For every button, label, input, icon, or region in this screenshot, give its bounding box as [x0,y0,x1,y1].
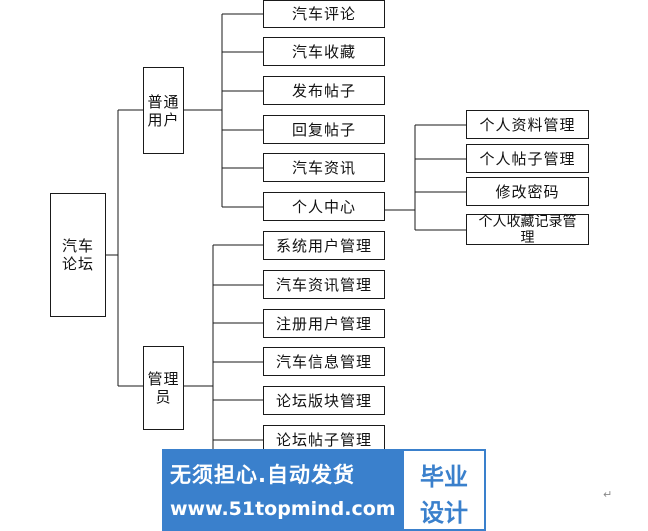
banner-url[interactable]: www.51topmind.com [170,498,396,520]
admin-child-label: 论坛版块管理 [275,391,372,410]
banner-badge: 毕业 设计 [402,449,486,531]
user-child-label: 个人中心 [291,197,356,216]
admin-child-node: 汽车资讯管理 [263,270,385,299]
user-child-label: 汽车资讯 [291,158,356,177]
group-node-admin-label: 管理员 [147,370,180,406]
watermark-banner[interactable]: 无须担心.自动发货 www.51topmind.com 毕业 设计 [162,449,486,531]
admin-child-label: 汽车资讯管理 [275,275,372,294]
admin-child-label: 论坛帖子管理 [275,430,372,449]
banner-badge-line2: 设计 [420,499,468,527]
root-node: 汽车论坛 [50,193,106,317]
banner-badge-line1: 毕业 [420,463,468,491]
personal-center-item-node: 修改密码 [466,177,589,206]
user-child-node: 发布帖子 [263,76,385,105]
paragraph-mark-icon: ↵ [603,488,613,501]
user-child-node: 汽车资讯 [263,153,385,182]
personal-center-item-label: 个人帖子管理 [479,149,576,168]
user-child-label: 发布帖子 [291,81,356,100]
user-child-node: 汽车收藏 [263,37,385,66]
group-node-user: 普通用户 [143,67,184,154]
personal-center-item-label: 修改密码 [495,182,560,201]
personal-center-item-label: 个人资料管理 [479,115,576,134]
banner-left-panel: 无须担心.自动发货 www.51topmind.com [162,449,402,531]
user-child-node: 个人中心 [263,192,385,221]
personal-center-item-label: 个人收藏记录管理 [478,213,577,246]
admin-child-label: 系统用户管理 [275,236,372,255]
admin-child-label: 注册用户管理 [275,314,372,333]
user-child-label: 回复帖子 [291,120,356,139]
admin-child-label: 汽车信息管理 [275,352,372,371]
root-node-label: 汽车论坛 [61,237,94,273]
admin-child-node: 论坛版块管理 [263,386,385,415]
personal-center-item-node: 个人帖子管理 [466,144,589,173]
group-node-admin: 管理员 [143,346,184,430]
user-child-node: 汽车评论 [263,0,385,28]
personal-center-item-node: 个人收藏记录管理 [466,213,589,246]
admin-child-node: 系统用户管理 [263,231,385,260]
user-child-label: 汽车收藏 [291,42,356,61]
banner-slogan: 无须担心.自动发货 [170,463,355,487]
group-node-user-label: 普通用户 [147,92,180,129]
user-child-node: 回复帖子 [263,115,385,144]
user-child-label: 汽车评论 [291,5,356,23]
personal-center-item-node: 个人资料管理 [466,110,589,139]
admin-child-node: 汽车信息管理 [263,347,385,376]
admin-child-node: 注册用户管理 [263,309,385,338]
